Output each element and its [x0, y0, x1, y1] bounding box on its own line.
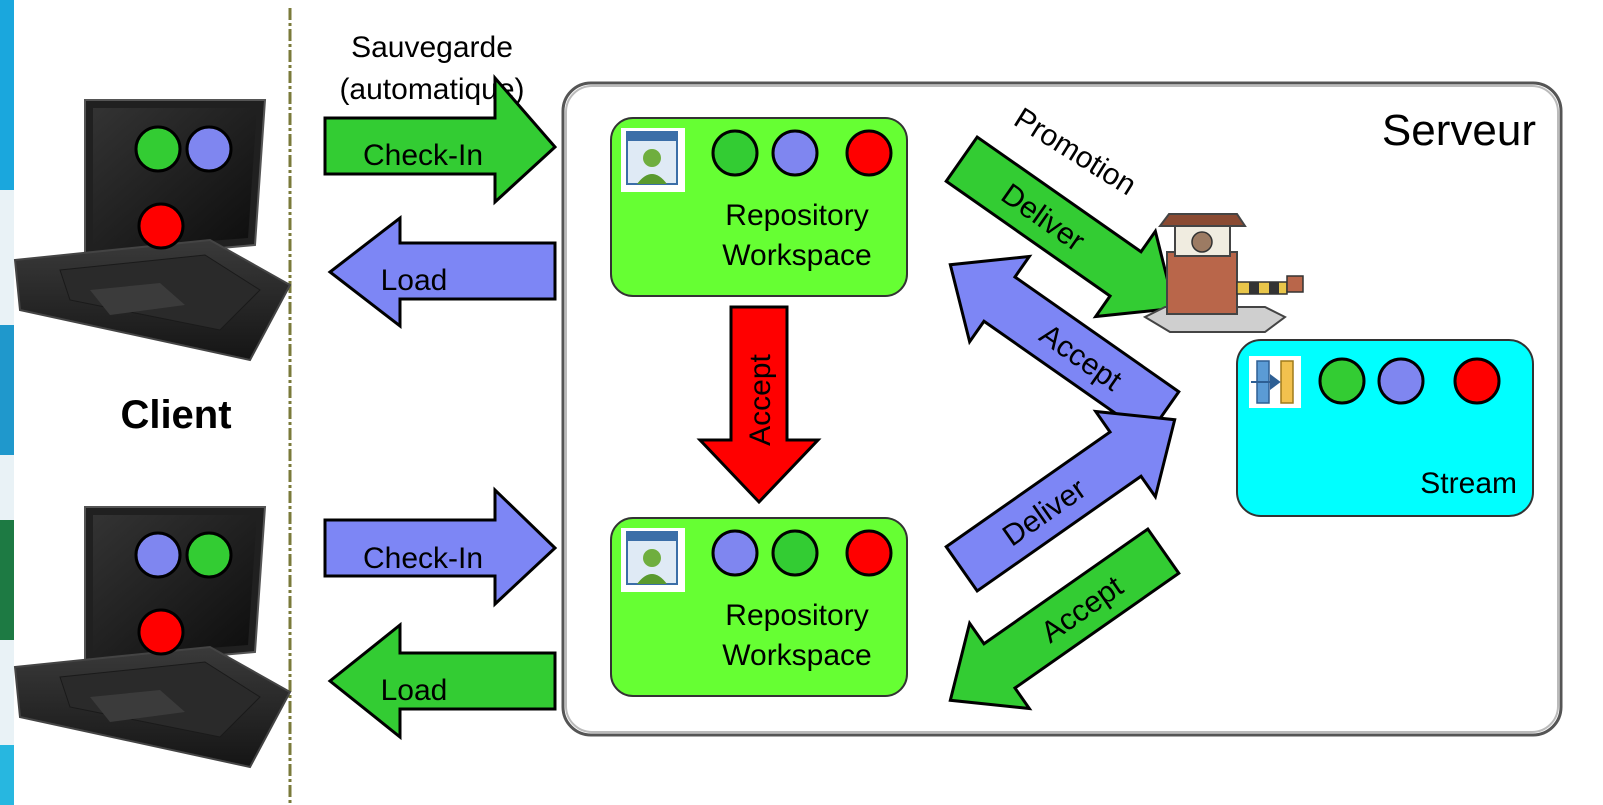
stream-flow-icon: [1249, 356, 1301, 408]
dot-red-icon: [1453, 357, 1501, 405]
checkin-top-arrow: Check-In: [323, 73, 558, 206]
workspace-top-line2: Workspace: [722, 239, 872, 272]
dot-blue-icon: [185, 125, 233, 173]
server-label: Serveur: [1382, 106, 1536, 155]
workspace-user-icon: [621, 128, 685, 192]
workspace-bottom-line1: Repository: [725, 599, 868, 632]
workspace-user-icon: [621, 528, 685, 592]
left-decoration: [0, 0, 14, 805]
dot-blue-icon: [134, 531, 182, 579]
workspace-bottom-line2: Workspace: [722, 639, 872, 672]
dot-green-icon: [1318, 357, 1366, 405]
toll-gate-icon: [1142, 213, 1304, 333]
svg-text:Check-In: Check-In: [363, 542, 483, 575]
stream-box: Stream: [1236, 339, 1534, 517]
sauvegarde-label-line1: Sauvegarde: [351, 31, 513, 64]
load-bottom-arrow: Load: [327, 621, 557, 741]
dot-blue-icon: [711, 529, 759, 577]
stream-label: Stream: [1420, 467, 1517, 500]
svg-text:Load: Load: [381, 264, 448, 297]
laptop-bottom: [13, 506, 292, 769]
client-label: Client: [120, 393, 231, 437]
laptop-top: [13, 99, 292, 362]
dot-green-icon: [711, 129, 759, 177]
repository-workspace-bottom: Repository Workspace: [610, 517, 908, 697]
checkin-bottom-arrow: Check-In: [323, 486, 558, 608]
dot-red-icon: [137, 608, 185, 656]
repository-workspace-top: Repository Workspace: [610, 117, 908, 297]
dot-green-icon: [134, 125, 182, 173]
load-top-arrow: Load: [327, 214, 557, 330]
dot-red-icon: [845, 529, 893, 577]
dot-green-icon: [771, 529, 819, 577]
accept-vertical-arrow: Accept: [696, 305, 822, 505]
dot-blue-icon: [771, 129, 819, 177]
svg-text:Check-In: Check-In: [363, 139, 483, 172]
dot-red-icon: [137, 202, 185, 250]
svg-text:Load: Load: [381, 674, 448, 707]
svg-text:Accept: Accept: [744, 353, 777, 445]
dot-blue-icon: [1377, 357, 1425, 405]
dot-green-icon: [185, 531, 233, 579]
dot-red-icon: [845, 129, 893, 177]
workspace-top-line1: Repository: [725, 199, 868, 232]
